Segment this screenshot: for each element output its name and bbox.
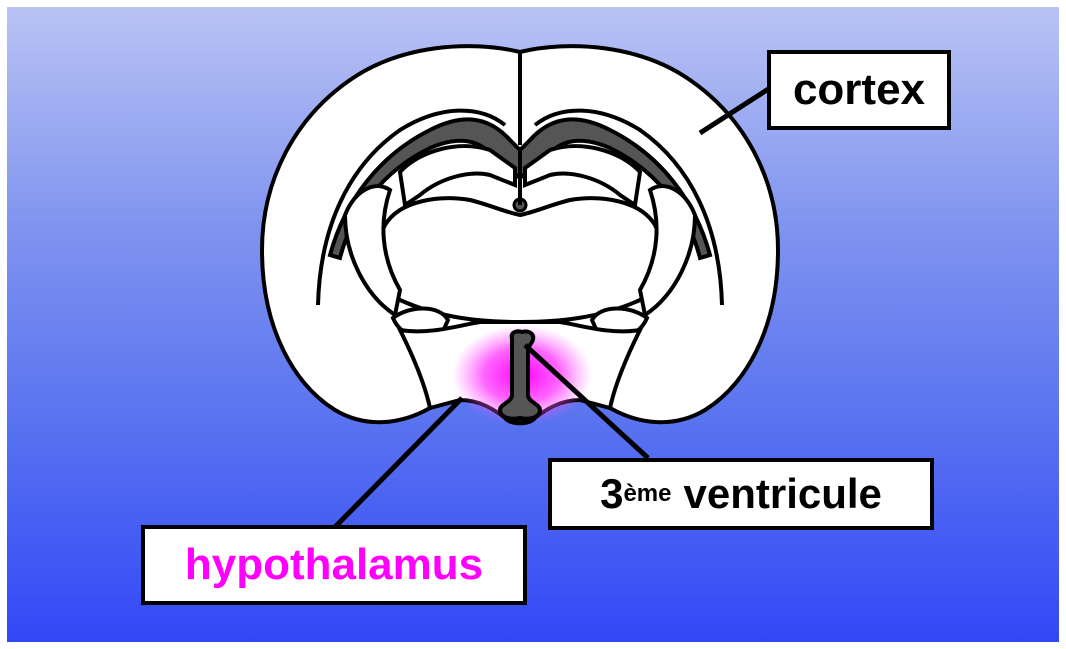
- ventricle-number: 3: [600, 470, 623, 518]
- hypothalamus-label-text: hypothalamus: [185, 540, 483, 590]
- cortex-label: cortex: [767, 50, 951, 130]
- thalamus: [378, 198, 662, 322]
- hypothalamus-label: hypothalamus: [141, 525, 527, 605]
- cortex-label-text: cortex: [793, 65, 925, 115]
- ventricle-superscript: ème: [623, 480, 671, 508]
- ventricle-word: ventricule: [683, 470, 881, 518]
